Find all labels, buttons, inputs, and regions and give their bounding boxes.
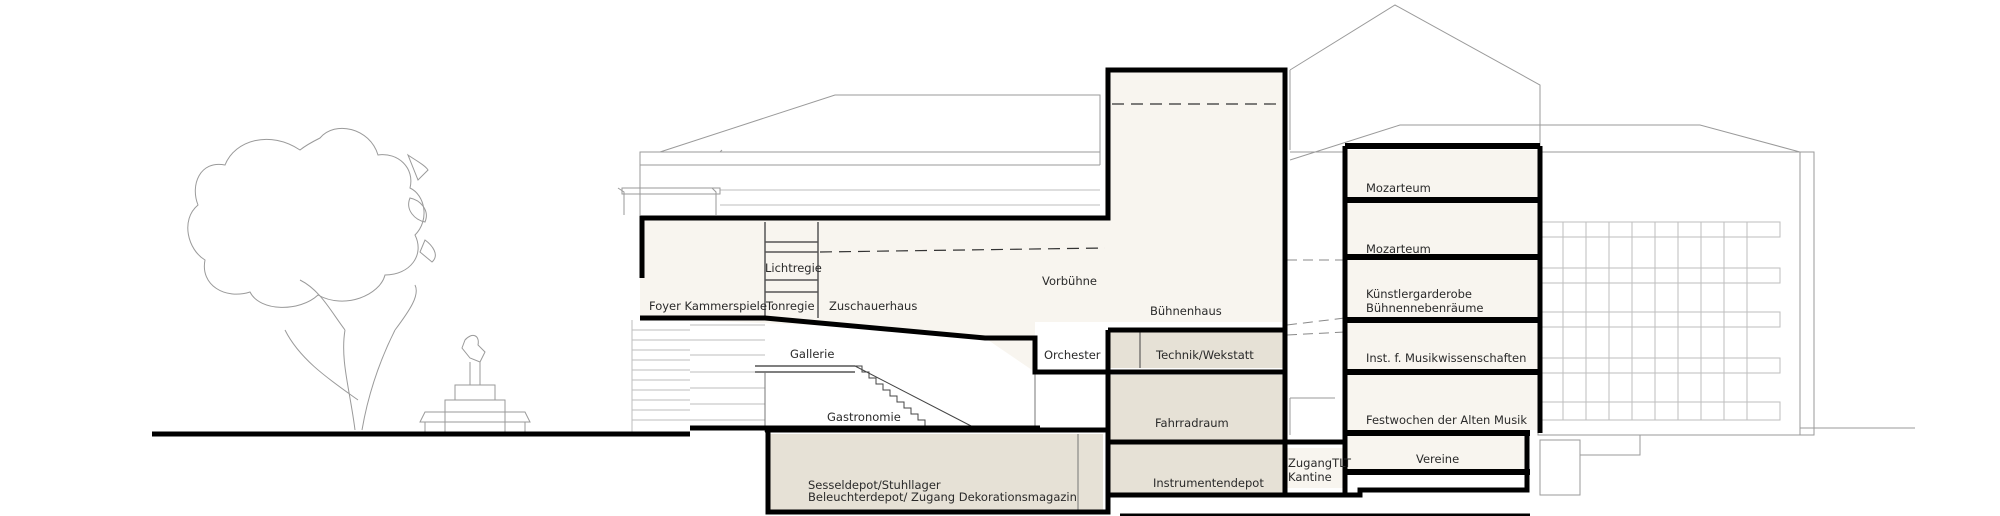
label-mozarteum-upper: Mozarteum <box>1366 181 1431 195</box>
label-technik: Technik/Wekstatt <box>1155 348 1254 362</box>
room-labels: Foyer Kammerspiele Lichtregie Tonregie Z… <box>649 181 1527 504</box>
room-fills <box>640 70 1540 514</box>
label-foyer: Foyer Kammerspiele <box>649 299 767 313</box>
label-festwochen: Festwochen der Alten Musik <box>1366 413 1527 427</box>
label-zuschauerhaus: Zuschauerhaus <box>829 299 917 313</box>
label-buehnenhaus: Bühnenhaus <box>1150 304 1222 318</box>
interior-lines <box>755 222 1335 512</box>
label-kuenstler-line2: Bühnennebenräume <box>1366 301 1484 315</box>
label-fahrradraum: Fahrradraum <box>1155 416 1229 430</box>
facade-windows <box>1537 151 1915 496</box>
label-inst-musik: Inst. f. Musikwissenschaften <box>1366 351 1526 365</box>
label-kantine: Kantine <box>1288 470 1332 484</box>
label-vorbuehne: Vorbühne <box>1042 274 1097 288</box>
label-gastronomie: Gastronomie <box>827 410 901 424</box>
label-kuenstler-line1: Künstlergarderobe <box>1366 287 1472 301</box>
label-vereine: Vereine <box>1416 452 1459 466</box>
label-depot-line1: Sesseldepot/Stuhllager <box>808 478 941 492</box>
label-gallerie: Gallerie <box>790 347 834 361</box>
label-lichtregie: Lichtregie <box>765 261 822 275</box>
statue-fountain <box>419 334 531 435</box>
label-mozarteum-lower: Mozarteum <box>1366 242 1431 256</box>
label-orchester: Orchester <box>1044 348 1101 362</box>
section-walls <box>152 67 1543 516</box>
label-zugang: ZugangTLT <box>1288 456 1352 470</box>
tree-drawing <box>187 127 436 431</box>
dashed-lines <box>819 103 1346 336</box>
left-facade <box>631 320 765 435</box>
label-instrumentendepot: Instrumentendepot <box>1153 476 1264 490</box>
label-tonregie: Tonregie <box>765 299 815 313</box>
label-depot-line2: Beleuchterdepot/ Zugang Dekorationsmagaz… <box>808 490 1077 504</box>
